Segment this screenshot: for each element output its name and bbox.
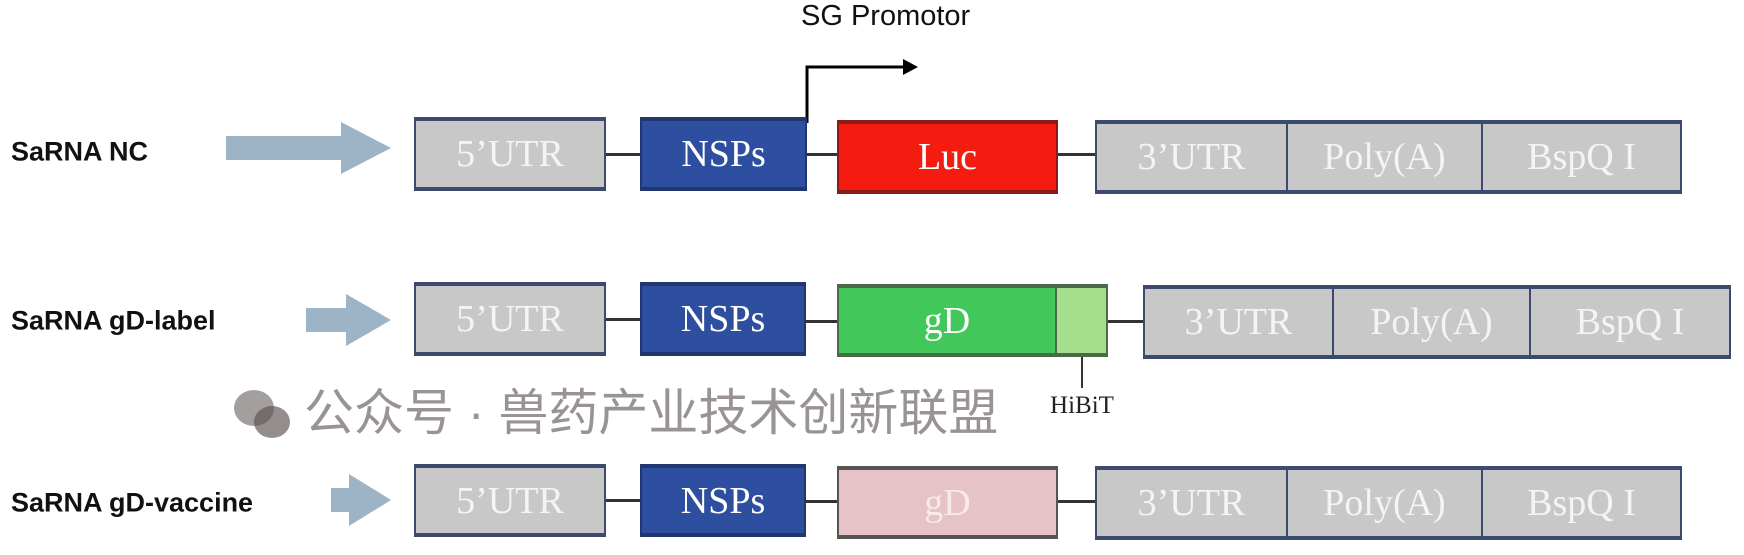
hibit-label: HiBiT [1050, 392, 1114, 419]
segment-nsps: NSPs [640, 464, 806, 537]
segment-nsps: NSPs [640, 117, 807, 191]
segment-hibit [1055, 284, 1108, 357]
segment-bspqi: BspQ I [1481, 466, 1682, 540]
segment-bspqi: BspQ I [1529, 285, 1731, 359]
segment-luc: Luc [837, 120, 1058, 194]
segment-3utr: 3’UTR [1143, 285, 1334, 359]
segment-nsps: NSPs [640, 282, 806, 356]
linker [805, 320, 840, 323]
linker [600, 318, 645, 321]
linker [600, 499, 645, 502]
linker [1055, 153, 1097, 156]
segment-bspqi: BspQ I [1481, 120, 1682, 194]
wechat-icon [234, 390, 290, 438]
segment-5utr: 5’UTR [414, 282, 606, 356]
segment-polya: Poly(A) [1286, 120, 1483, 194]
construct-label-nc: SaRNA NC [11, 136, 149, 167]
segment-3utr: 3’UTR [1095, 120, 1288, 194]
segment-5utr: 5’UTR [414, 117, 606, 191]
linker [805, 153, 840, 156]
watermark-text: 公众号 · 兽药产业技术创新联盟 [304, 385, 999, 441]
segment-3utr: 3’UTR [1095, 466, 1288, 540]
segment-gd: gD [837, 284, 1057, 357]
hibit-pointer [1081, 352, 1083, 388]
construct-label-gd-label: SaRNA gD-label [11, 305, 216, 336]
promoter-arrow-icon [805, 59, 918, 123]
construct-label-gd-vaccine: SaRNA gD-vaccine [11, 487, 254, 518]
linker [1105, 320, 1145, 323]
segment-gd-vaccine: gD [837, 466, 1058, 539]
row-arrow-icon [306, 294, 391, 346]
sg-promoter-label: SG Promotor [801, 0, 971, 32]
segment-polya: Poly(A) [1332, 285, 1531, 359]
segment-polya: Poly(A) [1286, 466, 1483, 540]
segment-5utr: 5’UTR [414, 464, 606, 537]
row-arrow-icon [226, 122, 391, 174]
linker [805, 500, 840, 503]
linker [600, 153, 645, 156]
watermark: 公众号 · 兽药产业技术创新联盟 [230, 384, 998, 442]
row-arrow-icon [331, 474, 391, 526]
linker [1055, 500, 1097, 503]
